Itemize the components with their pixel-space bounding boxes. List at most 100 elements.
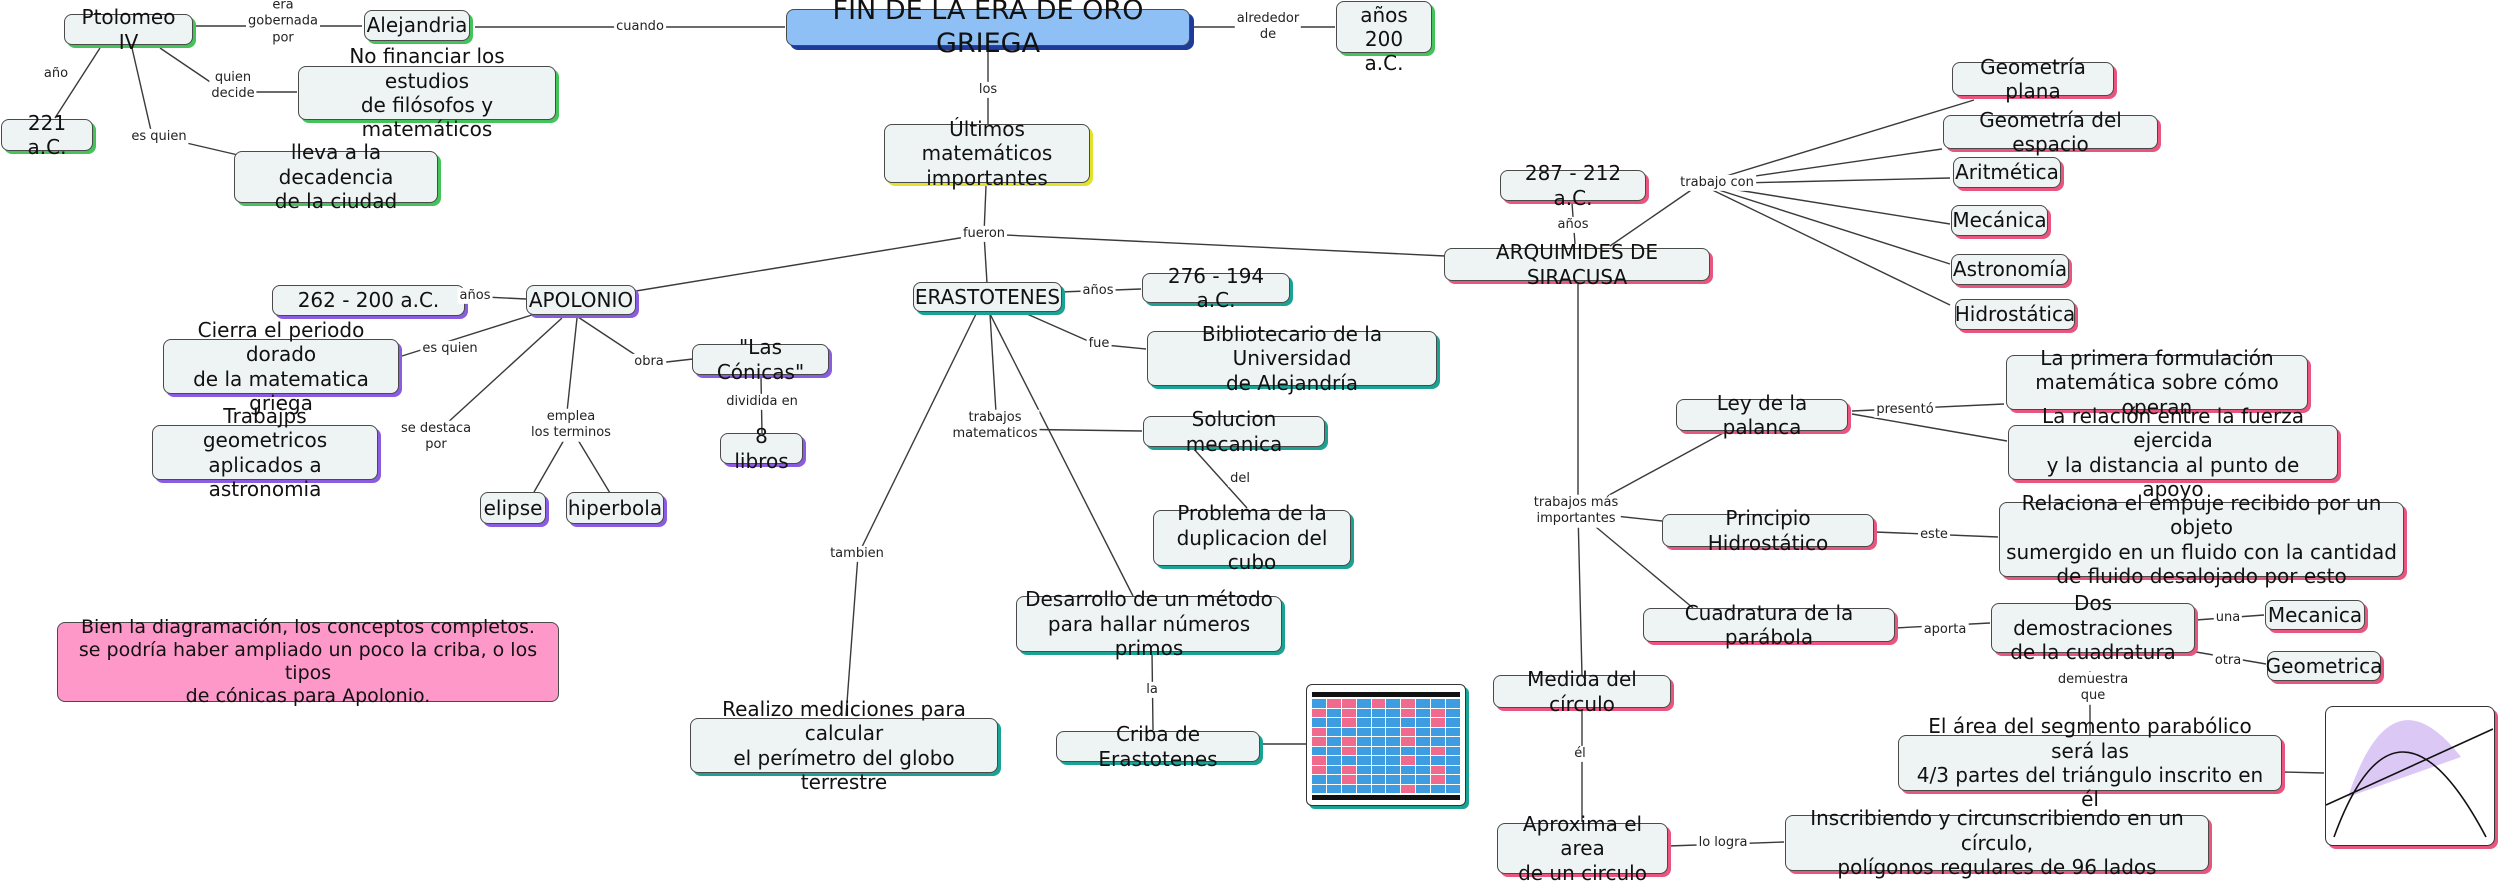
decadencia-node[interactable]: lleva a la decadencia de la ciudad — [234, 140, 438, 213]
sieve-cell — [1431, 756, 1446, 765]
solucion-mecanica-node[interactable]: Solucion mecanica — [1143, 407, 1325, 456]
sieve-cell — [1401, 699, 1416, 708]
sieve-cell — [1446, 718, 1460, 727]
link-label-aporta: aporta — [1921, 621, 1969, 639]
sieve-cell — [1371, 737, 1386, 746]
sieve-cell — [1431, 727, 1446, 736]
link-label-anios-erastotenes: años — [1080, 282, 1116, 300]
bibliotecario-node[interactable]: Bibliotecario de la Universidad de Aleja… — [1147, 322, 1437, 395]
link-label-trabajo-con: trabajo con — [1678, 174, 1756, 192]
hidrostatica-node[interactable]: Hidrostática — [1955, 299, 2075, 330]
sieve-cell — [1416, 727, 1431, 736]
link-label-presento: presentó — [1874, 401, 1936, 419]
dos-demostraciones-node[interactable]: Dos demostraciones de la cuadratura — [1991, 591, 2195, 664]
mecanica-demostracion-node[interactable]: Mecanica — [2265, 600, 2365, 630]
link-label-lo-logra: lo logra — [1696, 834, 1750, 852]
sieve-cell — [1371, 784, 1386, 793]
area-segmento-node[interactable]: El área del segmento parabólico será las… — [1898, 714, 2282, 811]
link-label-trabajos-matematicos: trabajos matematicos — [950, 409, 1040, 443]
apolonio-years-node[interactable]: 262 - 200 a.C. — [272, 285, 465, 316]
link-label-es-quien-ptolomeo: es quien — [129, 128, 189, 146]
sieve-cell — [1386, 708, 1401, 717]
sieve-cell — [1416, 746, 1431, 755]
link-label-dividida-en: dividida en — [724, 393, 800, 411]
inscribiendo-node[interactable]: Inscribiendo y circunscribiendo en un cí… — [1785, 806, 2209, 879]
sieve-cell — [1446, 737, 1460, 746]
ocho-libros-node[interactable]: 8 libros — [720, 424, 803, 473]
sieve-cell — [1326, 746, 1341, 755]
sieve-cell — [1431, 699, 1446, 708]
relacion-fuerza-node[interactable]: La relación entre la fuerza ejercida y l… — [2008, 404, 2338, 501]
link-label-demuestra-que: demuestra que — [2055, 671, 2131, 705]
sieve-of-eratosthenes-image — [1306, 684, 1466, 806]
trabajos-geometricos-node[interactable]: Trabajps geometricos aplicados a astrono… — [152, 404, 378, 501]
link-label-el: él — [1572, 745, 1588, 763]
ley-palanca-node[interactable]: Ley de la palanca — [1676, 391, 1848, 439]
sieve-cell — [1312, 746, 1326, 755]
sieve-cell — [1431, 746, 1446, 755]
sieve-cell — [1356, 718, 1371, 727]
arquimides-years-node[interactable]: 287 - 212 a.C. — [1500, 161, 1646, 210]
sieve-cell — [1312, 765, 1326, 774]
aritmetica-node[interactable]: Aritmética — [1953, 157, 2061, 188]
sieve-cell — [1416, 784, 1431, 793]
criba-node[interactable]: Criba de Erastotenes — [1056, 722, 1260, 771]
geometria-espacio-node[interactable]: Geometría del espacio — [1943, 108, 2158, 156]
link-label-era-gobernada-por: era gobernada por — [246, 0, 320, 47]
apolonio-node[interactable]: APOLONIO — [526, 285, 636, 315]
sieve-cell — [1386, 737, 1401, 746]
sieve-cell — [1446, 765, 1460, 774]
sieve-cell — [1386, 727, 1401, 736]
astronomia-node[interactable]: Astronomía — [1951, 254, 2069, 285]
mecanica-area-node[interactable]: Mecánica — [1951, 205, 2048, 236]
duplicacion-cubo-node[interactable]: Problema de la duplicacion del cubo — [1153, 501, 1351, 574]
link-label-los: los — [976, 81, 1000, 99]
geometria-plana-node[interactable]: Geometría plana — [1952, 55, 2114, 103]
sieve-cell — [1401, 737, 1416, 746]
sieve-cell — [1341, 746, 1356, 755]
sieve-cell — [1356, 746, 1371, 755]
alejandria-node[interactable]: Alejandria — [364, 10, 470, 41]
primera-formulacion-node[interactable]: La primera formulación matemática sobre … — [2006, 346, 2308, 419]
ultimos-matematicos-node[interactable]: Últimos matemáticos importantes — [884, 117, 1090, 190]
no-financiar-node[interactable]: No financiar los estudios de filósofos y… — [298, 44, 556, 141]
year-221-node[interactable]: 221 a.C. — [1, 111, 93, 159]
sieve-cell — [1326, 756, 1341, 765]
hiperbola-node[interactable]: hiperbola — [566, 492, 664, 524]
sieve-cell — [1416, 756, 1431, 765]
sieve-cell — [1386, 784, 1401, 793]
sieve-cell — [1446, 727, 1460, 736]
sieve-cell — [1312, 699, 1326, 708]
desarrollo-primos-node[interactable]: Desarrollo de un método para hallar núme… — [1016, 587, 1282, 660]
link-label-del: del — [1228, 470, 1252, 488]
sieve-cell — [1326, 784, 1341, 793]
sieve-cell — [1326, 775, 1341, 784]
sieve-cell — [1401, 775, 1416, 784]
sieve-cell — [1401, 727, 1416, 736]
aproxima-area-node[interactable]: Aproxima el area de un circulo — [1497, 812, 1668, 885]
main-title-node[interactable]: FIN DE LA ERA DE ORO GRIEGA — [786, 0, 1190, 59]
sieve-cell — [1416, 708, 1431, 717]
sieve-cell — [1401, 746, 1416, 755]
cuadratura-parabola-node[interactable]: Cuadratura de la parábola — [1643, 601, 1895, 649]
principio-hidrostatico-node[interactable]: Principio Hidrostático — [1662, 506, 1874, 555]
arquimides-node[interactable]: ARQUIMIDES DE SIRACUSA — [1444, 240, 1710, 289]
ptolomeo-node[interactable]: Ptolomeo IV — [64, 5, 193, 54]
sieve-cell — [1326, 727, 1341, 736]
sieve-cell — [1431, 775, 1446, 784]
erastotenes-years-node[interactable]: 276 - 194 a.C. — [1142, 264, 1290, 312]
medida-circulo-node[interactable]: Medida del círculo — [1493, 667, 1671, 716]
sieve-cell — [1386, 746, 1401, 755]
cierra-periodo-node[interactable]: Cierra el periodo dorado de la matematic… — [163, 318, 399, 415]
sieve-cell — [1416, 737, 1431, 746]
geometrica-node[interactable]: Geometrica — [2266, 651, 2382, 681]
erastotenes-node[interactable]: ERASTOTENES — [913, 282, 1062, 312]
sieve-cell — [1356, 727, 1371, 736]
relaciona-empuje-node[interactable]: Relaciona el empuje recibido por un obje… — [1999, 491, 2404, 588]
sieve-cell — [1431, 737, 1446, 746]
sieve-cell — [1446, 756, 1460, 765]
elipse-node[interactable]: elipse — [480, 492, 546, 524]
years-200-bc-node[interactable]: los años 200 a.C. — [1336, 0, 1432, 75]
mediciones-node[interactable]: Realizo mediciones para calcular el perí… — [690, 697, 998, 794]
las-conicas-node[interactable]: "Las Cónicas" — [692, 335, 829, 384]
